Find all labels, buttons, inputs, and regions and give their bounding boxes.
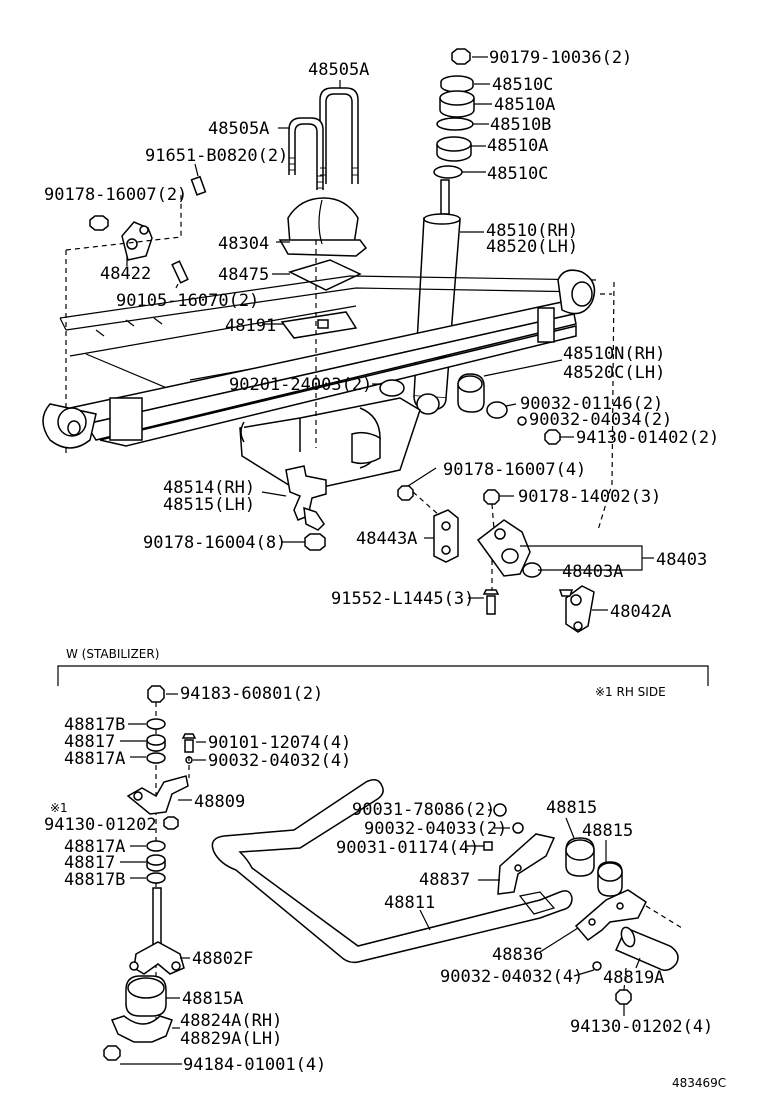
label-48510c-lower: 48510C: [487, 164, 548, 184]
label-48520c-lh: 48520C(LH): [563, 363, 665, 383]
label-48817a-top: 48817A: [64, 749, 125, 769]
label-rh-side-note: ※1 RH SIDE: [595, 685, 666, 699]
label-90101-12074: 90101-12074(4): [208, 733, 351, 753]
label-48510n-rh: 48510N(RH): [563, 344, 665, 364]
callout-labels: 90179-10036(2) 48510C 48510A 48510B 4851…: [44, 48, 726, 1090]
label-48817b-lower: 48817B: [64, 870, 125, 890]
label-48510a-top: 48510A: [494, 95, 555, 115]
label-48824a-rh: 48824A(RH): [180, 1011, 282, 1031]
label-90178-16007-left: 90178-16007(2): [44, 185, 187, 205]
label-94184-01001: 94184-01001(4): [183, 1055, 326, 1075]
label-48829a-lh: 48829A(LH): [180, 1029, 282, 1049]
label-48403a: 48403A: [562, 562, 623, 582]
stabilizer-box: [57, 665, 709, 686]
label-48520-lh: 48520(LH): [486, 237, 578, 257]
label-94183-60801: 94183-60801(2): [180, 684, 323, 704]
label-90105-16070: 90105-16070(2): [116, 291, 259, 311]
label-90031-78086: 90031-78086(2): [352, 800, 495, 820]
label-48514-rh: 48514(RH): [163, 478, 255, 498]
label-94130-01202-right: 94130-01202(4): [570, 1017, 713, 1037]
label-90201-24003: 90201-24003(2): [229, 375, 372, 395]
label-90179-10036: 90179-10036(2): [489, 48, 632, 68]
label-48422: 48422: [100, 264, 151, 284]
label-48817a-lower: 48817A: [64, 837, 125, 857]
label-90178-14002: 90178-14002(3): [518, 487, 661, 507]
label-48191: 48191: [225, 316, 276, 336]
stabilizer-link-stack: [103, 685, 206, 1065]
label-48510-rh: 48510(RH): [486, 221, 578, 241]
label-48809: 48809: [194, 792, 245, 812]
label-94130-01402: 94130-01402(2): [576, 428, 719, 448]
label-90032-04032-left: 90032-04032(4): [208, 751, 351, 771]
shackle-hanger-group: [261, 359, 654, 633]
label-48443a: 48443A: [356, 529, 417, 549]
label-90031-01174: 90031-01174(4): [336, 838, 479, 858]
label-94130-01202-left: 94130-01202: [44, 815, 157, 835]
label-48815-a: 48815: [546, 798, 597, 818]
label-90032-04032-right: 90032-04032(4): [440, 967, 583, 987]
label-48510a-lower: 48510A: [487, 136, 548, 156]
label-48802f: 48802F: [192, 949, 253, 969]
label-48817-top: 48817: [64, 732, 115, 752]
label-48817-lower: 48817: [64, 853, 115, 873]
rh-side-group: [539, 817, 683, 1016]
label-48403: 48403: [656, 550, 707, 570]
label-48819a: 48819A: [603, 968, 664, 988]
frame-and-leaf-spring: [42, 240, 615, 531]
label-48304: 48304: [218, 234, 269, 254]
label-48811: 48811: [384, 893, 435, 913]
label-48475: 48475: [218, 265, 269, 285]
label-note-1: ※1: [50, 801, 68, 815]
label-48837: 48837: [419, 870, 470, 890]
u-bolt-group: [65, 80, 368, 455]
label-91552-l1445: 91552-L1445(3): [331, 589, 474, 609]
label-90178-16004: 90178-16004(8): [143, 533, 286, 553]
label-48042a: 48042A: [610, 602, 671, 622]
label-91651-b0820: 91651-B0820(2): [145, 146, 288, 166]
label-stabilizer-section: W (STABILIZER): [66, 647, 159, 661]
label-48510c-top: 48510C: [492, 75, 553, 95]
label-48815-b: 48815: [582, 821, 633, 841]
label-90178-16007-right: 90178-16007(4): [443, 460, 586, 480]
stabilizer-bar: [211, 779, 573, 964]
label-48815a: 48815A: [182, 989, 243, 1009]
label-48515-lh: 48515(LH): [163, 495, 255, 515]
label-48836: 48836: [492, 945, 543, 965]
label-90032-01146: 90032-01146(2): [520, 394, 663, 414]
label-90032-04033: 90032-04033(2): [364, 819, 507, 839]
label-48505a-rear: 48505A: [308, 60, 369, 80]
label-48505a-front: 48505A: [208, 119, 269, 139]
label-48817b-top: 48817B: [64, 715, 125, 735]
label-90032-04034: 90032-04034(2): [529, 410, 672, 430]
label-48510b: 48510B: [490, 115, 551, 135]
label-diagram-id: 483469C: [672, 1076, 726, 1090]
